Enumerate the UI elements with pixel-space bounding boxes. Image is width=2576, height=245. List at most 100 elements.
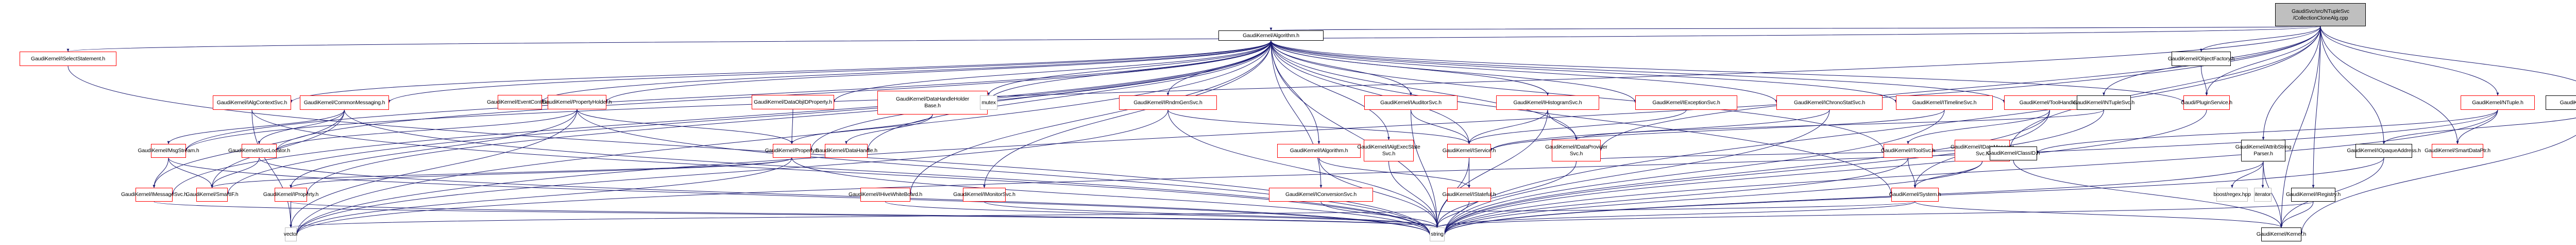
graph-node-ialgorithm[interactable]: GaudiKernel/IAlgorithm.h bbox=[1277, 144, 1361, 158]
edge-algorithm-to-ialgexecstatesvc bbox=[1270, 40, 1390, 140]
edge-toolhandle-to-itoolsvc bbox=[1907, 109, 2050, 144]
edge-root-to-string bbox=[1443, 26, 2321, 235]
graph-node-iselectstatement[interactable]: GaudiKernel/ISelectStatement.h bbox=[20, 52, 116, 66]
edge-algorithm-to-toolhandle bbox=[1270, 40, 2006, 103]
graph-node-attribstringparser[interactable]: GaudiKernel/AttribString Parser.h bbox=[2235, 140, 2291, 161]
graph-node-eventcontext[interactable]: GaudiKernel/EventContext.h bbox=[487, 95, 553, 109]
graph-node-imessagesvc[interactable]: GaudiKernel/IMessageSvc.h bbox=[121, 188, 187, 202]
graph-node-iauditorsvc[interactable]: GaudiKernel/IAuditorSvc.h bbox=[1364, 95, 1458, 110]
graph-node-iregistry[interactable]: GaudiKernel/IRegistry.h bbox=[2286, 188, 2341, 202]
edge-attribstringparser-to-string bbox=[1443, 161, 2264, 235]
graph-node-iterator: iterator bbox=[2254, 188, 2272, 202]
graph-node-iexceptionsvc[interactable]: GaudiKernel/IExceptionSvc.h bbox=[1635, 95, 1737, 110]
graph-node-property[interactable]: GaudiKernel/Property.h bbox=[765, 144, 819, 158]
edge-propertyholder-to-property bbox=[577, 109, 793, 144]
graph-node-datahandleholderbase[interactable]: GaudiKernel/DataHandleHolder Base.h bbox=[877, 91, 988, 115]
graph-node-ihivewhiteboard[interactable]: GaudiKernel/IHiveWhiteBoard.h bbox=[849, 188, 922, 202]
edge-algorithm-to-string bbox=[1270, 40, 1438, 228]
graph-node-datahandle[interactable]: GaudiKernel/DataHandle.h bbox=[815, 144, 877, 158]
graph-node-isvclocator[interactable]: GaudiKernel/ISvcLocator.h bbox=[228, 144, 290, 158]
edge-algorithm-to-mutex bbox=[987, 40, 1272, 96]
edge-classid-to-kernel bbox=[2013, 160, 2283, 228]
graph-node-smartif[interactable]: GaudiKernel/SmartIF.h bbox=[186, 188, 239, 202]
graph-node-istateful[interactable]: GaudiKernel/IStateful.h bbox=[1443, 188, 1496, 202]
graph-node-ialgexecstatesvc[interactable]: GaudiKernel/IAlgExecState Svc.h bbox=[1357, 140, 1420, 161]
edge-ihistogramsvc-to-iservice bbox=[1468, 109, 1548, 144]
graph-node-string: string bbox=[1430, 227, 1445, 241]
edge-algorithm-to-pluginservice bbox=[1270, 40, 2185, 103]
edge-root-to-msgstream bbox=[184, 26, 2321, 152]
graph-node-iservice[interactable]: GaudiKernel/IService.h bbox=[1443, 144, 1496, 158]
edge-datahandleholderbase-to-datahandle bbox=[845, 114, 933, 144]
edge-ntuple-to-string bbox=[1443, 109, 2498, 235]
graph-node-root[interactable]: GaudiSvc/src/NTupleSvc /CollectionCloneA… bbox=[2275, 3, 2366, 26]
graph-node-iconversionsvc[interactable]: GaudiKernel/IConversionSvc.h bbox=[1269, 188, 1373, 202]
edge-algorithm-to-dataobjidproperty bbox=[833, 40, 1272, 103]
edge-idatamanagersvc-to-system bbox=[1913, 161, 1982, 188]
edge-algorithm-to-commonmessaging bbox=[387, 40, 1272, 103]
edge-algorithm-to-smartif bbox=[226, 40, 1272, 195]
edge-iexceptionsvc-to-iservice bbox=[1468, 109, 1687, 144]
edge-idatamanagersvc-to-string bbox=[1443, 161, 1982, 235]
edge-propertyholder-to-vector bbox=[290, 109, 578, 228]
graph-node-smartdataptr[interactable]: GaudiKernel/SmartDataPtr.h bbox=[2425, 144, 2490, 158]
graph-node-imonitorsvc[interactable]: GaudiKernel/IMonitorSvc.h bbox=[953, 188, 1015, 202]
edge-root-to-idataprovidersvc bbox=[1599, 26, 2321, 151]
graph-node-kernel[interactable]: GaudiKernel/Kernel.h bbox=[2257, 227, 2306, 241]
graph-node-ialgcontextsvc[interactable]: GaudiKernel/IAlgContextSvc.h bbox=[213, 95, 291, 110]
graph-node-msgstream[interactable]: GaudiKernel/MsgStream.h bbox=[138, 144, 199, 158]
edge-algorithm-to-vector bbox=[295, 40, 1272, 235]
edge-intuplesvc-to-idataprovidersvc bbox=[1575, 109, 2104, 140]
edge-algorithm-to-iproperty bbox=[306, 40, 1272, 195]
edge-algorithm-to-ialgcontextsvc bbox=[290, 40, 1272, 103]
graph-node-classid[interactable]: GaudiKernel/ClassID.h bbox=[1987, 146, 2040, 160]
edge-dataobjidproperty-to-property bbox=[790, 109, 793, 144]
edge-ialgcontextsvc-to-string bbox=[251, 109, 1431, 235]
graph-node-vector: vector bbox=[284, 227, 298, 241]
edge-ntuple-to-vector bbox=[295, 109, 2498, 235]
graph-node-iproperty[interactable]: GaudiKernel/IProperty.h bbox=[263, 188, 318, 202]
graph-node-itoolsvc[interactable]: GaudiKernel/IToolSvc.h bbox=[1881, 144, 1935, 158]
edge-attribstringparser-to-kernel bbox=[2263, 161, 2283, 228]
edge-idataprovidersvc-to-string bbox=[1436, 161, 1577, 228]
edge-algorithm-to-imessagesvc bbox=[171, 40, 1272, 195]
graph-node-ntuple[interactable]: GaudiKernel/NTuple.h bbox=[2461, 95, 2535, 110]
edge-istateful-to-string bbox=[1436, 201, 1469, 228]
graph-node-genericaddress[interactable]: GaudiKernel/GenericAddress.h bbox=[2546, 95, 2576, 110]
edge-root-to-iregistry bbox=[2312, 26, 2321, 188]
edge-property-to-smartif bbox=[211, 157, 792, 188]
graph-node-itimelinesvc[interactable]: GaudiKernel/ITimelineSvc.h bbox=[1896, 95, 1993, 110]
graph-node-commonmessaging[interactable]: GaudiKernel/CommonMessaging.h bbox=[300, 95, 389, 110]
edge-algorithm-to-idataprovidersvc bbox=[1270, 40, 1578, 140]
edge-ialgcontextsvc-to-vector bbox=[251, 109, 292, 228]
graph-node-idataprovidersvc[interactable]: GaudiKernel/IDataProvider Svc.h bbox=[1545, 140, 1607, 161]
graph-node-ichronostatsvc[interactable]: GaudiKernel/IChronoStatSvc.h bbox=[1776, 95, 1883, 110]
edge-propertyholder-to-string bbox=[577, 109, 1431, 235]
graph-node-intuplesvc[interactable]: GaudiKernel/INTupleSvc.h bbox=[2073, 95, 2134, 110]
graph-node-mutex: mutex bbox=[980, 95, 997, 110]
edge-genericaddress-to-iopaqueaddress bbox=[2382, 118, 2576, 144]
edge-root-to-genericaddress bbox=[2320, 26, 2576, 81]
edge-root-to-iopaqueaddress bbox=[2320, 26, 2385, 144]
graph-node-system[interactable]: GaudiKernel/System.h bbox=[1889, 188, 1941, 202]
graph-node-dataobjidproperty[interactable]: GaudiKernel/DataObjIDProperty.h bbox=[752, 95, 834, 109]
edge-algorithm-to-msgstream bbox=[184, 40, 1272, 152]
graph-node-ihistogramsvc[interactable]: GaudiKernel/IHistogramSvc.h bbox=[1496, 95, 1599, 110]
graph-node-algorithm[interactable]: GaudiKernel/Algorithm.h bbox=[1218, 30, 1324, 41]
edge-datahandleholderbase-to-property bbox=[790, 114, 933, 144]
edge-msgstream-to-imessagesvc bbox=[152, 157, 169, 188]
edge-ntuple-to-classid bbox=[2036, 109, 2498, 154]
edge-ihistogramsvc-to-idataprovidersvc bbox=[1547, 109, 1578, 140]
graph-node-propertyholder[interactable]: GaudiKernel/PropertyHolder.h bbox=[543, 95, 612, 109]
edge-irndmgensvc-to-iservice bbox=[1167, 109, 1470, 144]
edge-itoolsvc-to-string bbox=[1443, 157, 1908, 235]
graph-node-objectfactory[interactable]: GaudiKernel/ObjectFactory.h bbox=[2168, 52, 2234, 66]
edge-algorithm-to-ihivewhiteboard bbox=[909, 40, 1272, 195]
edge-root-to-objectfactory bbox=[2200, 26, 2321, 52]
graph-node-iopaqueaddress[interactable]: GaudiKernel/IOpaqueAddress.h bbox=[2347, 144, 2421, 158]
graph-node-pluginservice[interactable]: Gaudi/PluginService.h bbox=[2181, 95, 2232, 110]
edge-root-to-pluginservice bbox=[2205, 26, 2321, 96]
edge-propertyholder-to-iproperty bbox=[290, 109, 578, 188]
graph-node-irndmgensvc[interactable]: GaudiKernel/IRndmGenSvc.h bbox=[1119, 95, 1217, 110]
